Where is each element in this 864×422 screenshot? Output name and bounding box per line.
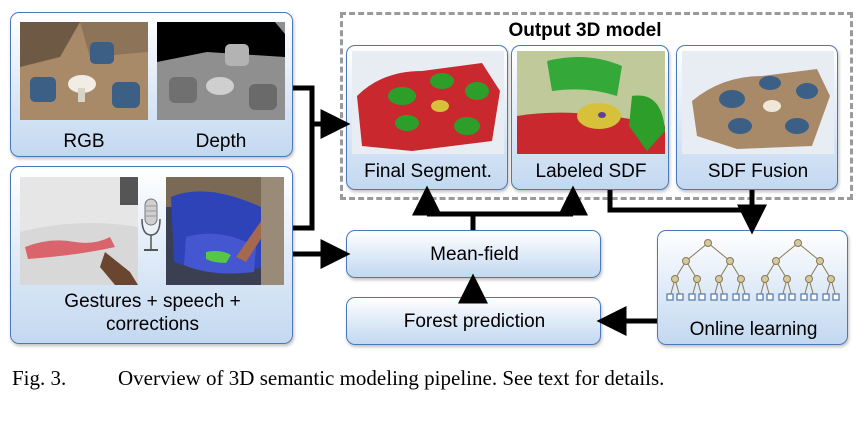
labeled-sdf-panel: Labeled SDF bbox=[511, 45, 669, 190]
tree-leaf bbox=[778, 293, 786, 301]
correction-image bbox=[166, 177, 284, 285]
tree-node bbox=[772, 257, 780, 265]
tree-edge bbox=[797, 242, 821, 262]
tree-node bbox=[726, 257, 734, 265]
figure-caption-text: Overview of 3D semantic modeling pipelin… bbox=[118, 366, 665, 390]
tree-node bbox=[805, 275, 813, 283]
interaction-panel: Gestures + speech + corrections bbox=[10, 166, 293, 344]
tree-leaf bbox=[742, 293, 750, 301]
outputs-to-online-learning-arrow bbox=[607, 190, 767, 235]
final-segment-panel: Final Segment. bbox=[346, 45, 508, 190]
labeled-sdf-label: Labeled SDF bbox=[535, 161, 647, 182]
interaction-label-line1: Gestures + speech + bbox=[64, 291, 241, 312]
interaction-label-line2: corrections bbox=[106, 314, 199, 335]
gesture-image bbox=[20, 177, 138, 285]
figure-caption-prefix: Fig. 3. bbox=[12, 366, 67, 390]
gestures-to-output-arrow bbox=[293, 124, 315, 231]
tree-leaf bbox=[810, 293, 818, 301]
rgb-depth-panel: RGB Depth bbox=[10, 12, 293, 157]
rgb-label: RGB bbox=[63, 131, 105, 152]
depth-label: Depth bbox=[195, 131, 247, 152]
tree-leaf bbox=[766, 293, 774, 301]
tree-node bbox=[783, 275, 791, 283]
tree-leaf bbox=[732, 293, 740, 301]
microphone-icon bbox=[139, 197, 163, 257]
rgb-image bbox=[20, 22, 148, 120]
tree-node bbox=[827, 275, 835, 283]
forest-prediction-box: Forest prediction bbox=[346, 297, 601, 345]
online-learning-panel: Online learning bbox=[657, 230, 848, 345]
final-segment-image bbox=[352, 51, 504, 154]
labeled-sdf-image bbox=[517, 51, 665, 154]
tree-leaf bbox=[710, 293, 718, 301]
tree-edge bbox=[775, 242, 799, 262]
tree-node bbox=[682, 257, 690, 265]
tree-node bbox=[704, 239, 712, 247]
meanfield-to-outputs-arrow bbox=[412, 185, 588, 230]
tree-leaf bbox=[688, 293, 696, 301]
tree-node bbox=[693, 275, 701, 283]
rgb-to-output-arrow bbox=[293, 85, 351, 139]
output-3d-model-group bbox=[340, 12, 853, 200]
depth-image bbox=[157, 22, 285, 120]
tree-leaf bbox=[720, 293, 728, 301]
tree-node bbox=[816, 257, 824, 265]
tree-node bbox=[761, 275, 769, 283]
sdf-fusion-panel: SDF Fusion bbox=[676, 45, 838, 190]
final-segment-label: Final Segment. bbox=[364, 161, 492, 182]
tree-leaf bbox=[666, 293, 674, 301]
tree-edge bbox=[707, 242, 731, 262]
output-3d-model-title: Output 3D model bbox=[470, 20, 700, 42]
decision-forest-icon bbox=[663, 235, 844, 315]
tree-node bbox=[794, 239, 802, 247]
tree-leaf bbox=[676, 293, 684, 301]
sdf-fusion-image bbox=[682, 51, 834, 154]
tree-leaf bbox=[756, 293, 764, 301]
online-learning-label: Online learning bbox=[689, 319, 818, 340]
tree-leaf bbox=[698, 293, 706, 301]
tree-leaf bbox=[800, 293, 808, 301]
tree-node bbox=[671, 275, 679, 283]
forest-prediction-label: Forest prediction bbox=[403, 311, 546, 332]
tree-leaf bbox=[832, 293, 840, 301]
tree-edge bbox=[685, 242, 709, 262]
tree-node bbox=[737, 275, 745, 283]
sdf-fusion-label: SDF Fusion bbox=[707, 161, 809, 182]
mean-field-label: Mean-field bbox=[430, 244, 519, 265]
tree-node bbox=[715, 275, 723, 283]
tree-leaf bbox=[788, 293, 796, 301]
tree-leaf bbox=[822, 293, 830, 301]
